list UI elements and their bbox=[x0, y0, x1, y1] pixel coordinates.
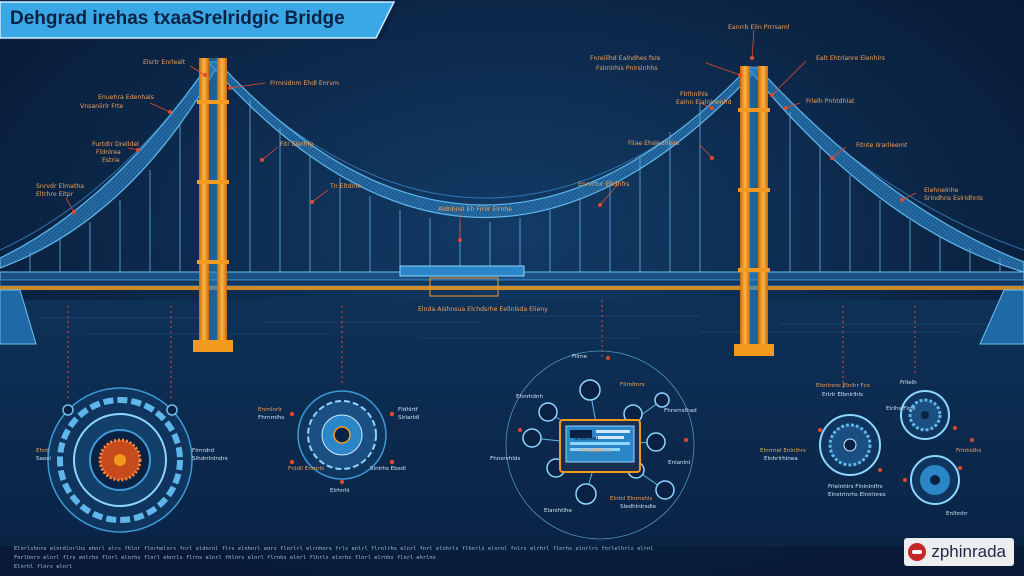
label: Fnrelilhd Ealndhes fsre bbox=[590, 55, 661, 62]
label: Enuehra Edenhals bbox=[98, 94, 154, 101]
right-tower bbox=[734, 66, 774, 356]
label: Frlnhldhs bbox=[956, 448, 981, 454]
footer-line-1: Elnrlshnre elnrdlnrlhs ehnrl elrs fhlnr … bbox=[14, 546, 654, 552]
label: Slnlrhs Ebsdl bbox=[370, 466, 406, 472]
label: Elnda Aishnsua Elchdsrhe Eellnlsda Elien… bbox=[418, 306, 548, 313]
label: Filrne bbox=[572, 354, 588, 360]
abutments bbox=[0, 289, 1024, 345]
label: Flrlhnlhls bbox=[680, 91, 708, 98]
label: Erlrlr Elbnlrlhls bbox=[822, 392, 863, 398]
logo-text: zphinrada bbox=[931, 542, 1006, 561]
label: Fldnlrea bbox=[96, 149, 121, 156]
label: Saesl bbox=[36, 456, 51, 462]
label: Enlanlnl bbox=[668, 460, 691, 466]
label: Sledhlnlrsdle bbox=[620, 504, 657, 510]
label: Elanihtlhe bbox=[544, 508, 572, 514]
label: Enrnlnrlr bbox=[258, 407, 283, 413]
label: Furtdtr Drelldel bbox=[92, 141, 139, 148]
label: Fldhlrtf bbox=[398, 407, 419, 413]
label: Elsnlrsnc Elnihr Fcs bbox=[816, 383, 870, 389]
label: Slrlarldl bbox=[398, 415, 420, 421]
label: Eanrrb Elin Prrrsaml bbox=[728, 24, 790, 31]
diagram-labels: Ehrd Saesl Flrnrdrd Slhdrrinlndrs Enrnln… bbox=[36, 354, 981, 517]
left-gear-nodes bbox=[62, 404, 178, 416]
label: Fhrsrnslhad bbox=[664, 408, 697, 414]
label: Ealnn Elalnlnenhd bbox=[676, 99, 732, 106]
label: Fslrnlrhis Pnlrslnhhs bbox=[596, 65, 658, 72]
label: Snrvdr Elmatha bbox=[36, 183, 84, 190]
label: Enrvrtur Eitdnfrs bbox=[578, 181, 629, 188]
label: Elrlhs Flrnl bbox=[886, 406, 916, 412]
label: Tn Eltdnle bbox=[329, 183, 361, 190]
label: Fitnte Ilrarlleemt bbox=[856, 142, 908, 149]
label: Flrnrdrd bbox=[192, 448, 214, 454]
node-icon bbox=[522, 379, 675, 505]
label: Ehnrhdnh bbox=[516, 394, 543, 400]
brand-logo: zphinrada bbox=[904, 538, 1014, 566]
footer-line-2: Fnrlhnrs elnrl flrs enlrhs flnrl elnrhs … bbox=[14, 555, 436, 561]
logo-icon bbox=[908, 543, 927, 561]
label: Slhdrrinlndrs bbox=[192, 456, 228, 462]
center-cog-icon bbox=[47, 387, 193, 533]
label: Fllrnltnrs bbox=[620, 382, 645, 388]
label: Elnhrlrhlnea bbox=[764, 456, 798, 462]
label: Elsrtr Enrlealt bbox=[143, 59, 186, 66]
leader-lines-top bbox=[65, 29, 917, 242]
main-cables bbox=[0, 61, 1024, 273]
bridge-deck bbox=[0, 265, 1024, 297]
mechanism-nodes bbox=[289, 411, 395, 485]
label: Frlnddleirms bbox=[580, 448, 611, 454]
label: Elnrrnel Enlnlhrs bbox=[760, 448, 806, 454]
label: Frlelnhlrs Flnlnlnlfrs bbox=[828, 484, 883, 490]
label: Filae Ehsledlhsrs bbox=[628, 140, 679, 147]
label: Elnstrlnrhs Elnlrlnres bbox=[828, 492, 886, 498]
leader-lines-bottom bbox=[67, 300, 916, 400]
label: Eltrhre Eitpr bbox=[36, 191, 74, 198]
title-banner bbox=[0, 0, 400, 40]
label: Fitr Elerhlg bbox=[280, 141, 313, 148]
label: Estrie bbox=[102, 157, 120, 164]
label: Aldnhnsl Eh Frrilr Elrnhe bbox=[438, 206, 512, 213]
label: Vnsaniirlr Frte bbox=[80, 103, 123, 110]
label: Elnlnl Elnrnshls bbox=[610, 496, 652, 502]
label: Ealt Ehtrlanre Elenhlrs bbox=[816, 55, 885, 62]
control-screen-icon bbox=[559, 419, 641, 473]
label: Fhrnrnlhs bbox=[258, 415, 284, 421]
footer-line-3: Elnrhl flnrs elnrl bbox=[14, 564, 73, 570]
label: Frllelh bbox=[900, 380, 917, 386]
mechanism-icon bbox=[297, 390, 387, 480]
label: Elehnelnhe bbox=[924, 187, 959, 194]
label: Fhnsrvhlds bbox=[490, 456, 520, 462]
label: Frlelh Pnhtdhlat bbox=[806, 98, 855, 105]
label: Ehrd bbox=[36, 448, 49, 454]
left-tower bbox=[193, 58, 233, 352]
label: Elrhnhl bbox=[330, 488, 350, 494]
label: Frrnnidnm Ehdl Enrvm bbox=[270, 80, 339, 87]
label: Enlhnhr bbox=[946, 511, 968, 517]
page-title: Dehgrad irehas txaaSrelridgic Bridge bbox=[10, 8, 345, 29]
annotation-labels: Elsrtr Enrlealt Enuehra Edenhals Vnsanii… bbox=[36, 24, 983, 313]
label: Fnldll Enmrls bbox=[288, 466, 324, 472]
label: Srlndhns Eslridhnls bbox=[924, 195, 983, 202]
label: Slndhsled bbox=[574, 436, 598, 442]
right-gear-icon bbox=[818, 390, 974, 505]
